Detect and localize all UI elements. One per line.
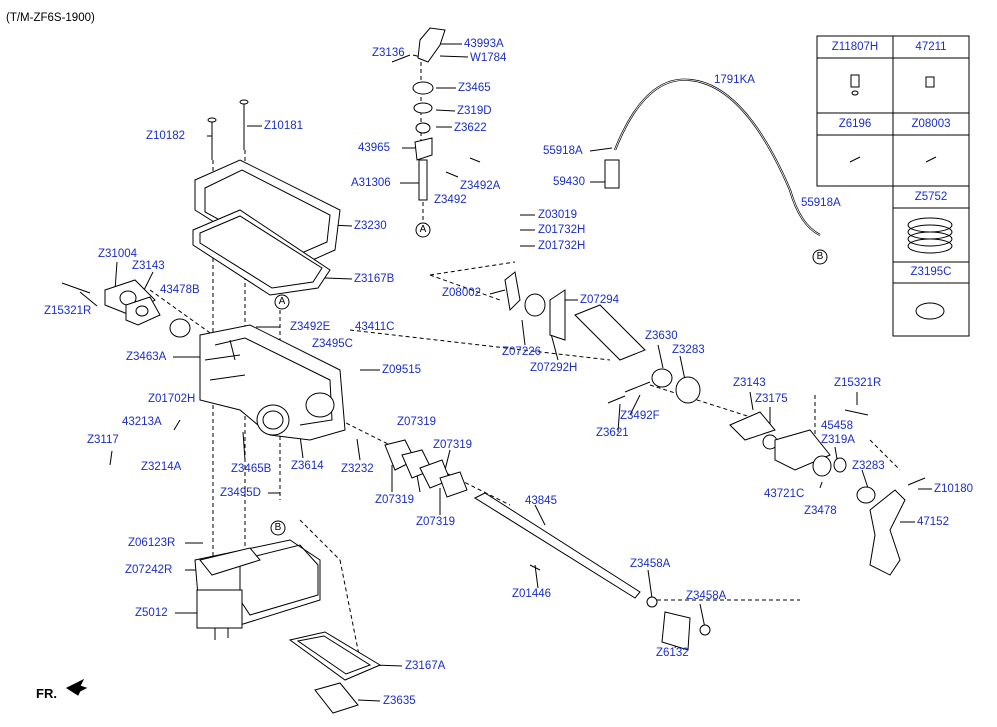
part-label[interactable]: Z3465B — [231, 463, 272, 475]
part-label[interactable]: 55918A — [543, 145, 583, 157]
front-label: FR. — [36, 686, 57, 701]
part-label[interactable]: Z3622 — [454, 122, 487, 134]
part-label[interactable]: Z3495C — [312, 338, 353, 350]
part-label[interactable]: Z3635 — [383, 695, 416, 707]
legend-code[interactable]: 47211 — [915, 41, 947, 53]
part-label[interactable]: Z07319 — [416, 516, 456, 528]
legend-code[interactable]: Z5752 — [914, 191, 948, 203]
legend-code[interactable]: Z08003 — [911, 118, 951, 130]
part-label[interactable]: 43478B — [160, 284, 200, 296]
part-label[interactable]: Z07319 — [433, 439, 473, 451]
part-label[interactable]: 45458 — [821, 420, 853, 432]
part-label[interactable]: Z07319 — [375, 494, 415, 506]
spring-icon — [907, 217, 953, 254]
part-label[interactable]: 59430 — [553, 176, 585, 188]
oil-nozzle-icon — [850, 74, 860, 96]
part-label[interactable]: Z15321R — [834, 377, 882, 389]
part-label[interactable]: Z07294 — [580, 294, 620, 306]
part-label[interactable]: 43965 — [358, 142, 390, 154]
part-label[interactable]: 43213A — [122, 416, 162, 428]
part-label[interactable]: Z3614 — [291, 460, 324, 472]
part-label[interactable]: Z3117 — [87, 434, 119, 446]
part-label[interactable]: Z09515 — [382, 364, 422, 376]
legend-code[interactable]: Z3195C — [910, 266, 952, 278]
pin-icon — [925, 156, 937, 163]
part-label[interactable]: Z319D — [457, 105, 492, 117]
part-label[interactable]: Z319A — [821, 434, 855, 446]
part-label[interactable]: Z03019 — [538, 209, 578, 221]
part-label[interactable]: 43993A — [464, 38, 504, 50]
part-label[interactable]: Z5012 — [135, 607, 168, 619]
part-label[interactable]: Z3492F — [620, 410, 660, 422]
part-label[interactable]: Z3630 — [645, 330, 678, 342]
model-header: (T/M-ZF6S-1900) — [6, 12, 95, 24]
part-label[interactable]: Z01446 — [512, 588, 552, 600]
part-label[interactable]: Z3492 — [434, 194, 467, 206]
part-label[interactable]: Z3478 — [804, 505, 837, 517]
part-label[interactable]: 1791KA — [714, 74, 755, 86]
part-label[interactable]: Z3214A — [141, 461, 182, 473]
part-label[interactable]: Z3167B — [354, 273, 395, 285]
part-label[interactable]: 55918A — [801, 197, 841, 209]
part-label[interactable]: Z3167A — [405, 660, 446, 672]
part-label[interactable]: Z31004 — [98, 248, 138, 260]
part-label[interactable]: W1784 — [470, 52, 507, 64]
part-label[interactable]: Z3495D — [220, 487, 261, 499]
ref-marker-label: A — [278, 296, 286, 307]
part-label[interactable]: Z3230 — [354, 220, 387, 232]
part-label[interactable]: Z3458A — [686, 590, 727, 602]
part-label[interactable]: Z08002 — [442, 287, 482, 299]
part-label[interactable]: Z3621 — [596, 427, 629, 439]
part-label[interactable]: Z3143 — [733, 377, 766, 389]
part-label[interactable]: Z10180 — [934, 483, 974, 495]
part-label[interactable]: Z10181 — [264, 120, 304, 132]
part-label[interactable]: Z07292H — [530, 362, 578, 374]
part-label[interactable]: Z15321R — [44, 305, 92, 317]
part-label[interactable]: Z3492A — [460, 180, 501, 192]
part-label[interactable]: Z01702H — [148, 393, 196, 405]
part-label[interactable]: Z6132 — [656, 647, 689, 659]
part-label[interactable]: Z07226 — [502, 346, 542, 358]
part-label[interactable]: Z3283 — [852, 460, 885, 472]
part-label[interactable]: Z3463A — [126, 351, 167, 363]
part-label[interactable]: Z3136 — [372, 47, 405, 59]
part-label[interactable]: Z3175 — [755, 393, 788, 405]
ref-marker-b-pipe — [812, 249, 828, 265]
part-label[interactable]: Z3232 — [341, 463, 374, 475]
ref-marker-label: B — [274, 522, 282, 533]
part-label[interactable]: 43845 — [525, 495, 557, 507]
part-label[interactable]: 43411C — [355, 321, 395, 333]
part-label[interactable]: Z3458A — [630, 558, 671, 570]
front-arrow-icon — [65, 678, 88, 696]
o-ring-icon — [915, 302, 945, 320]
part-label[interactable]: A31306 — [351, 177, 391, 189]
ref-marker-a-top — [415, 222, 431, 238]
ref-marker-label: A — [419, 224, 427, 235]
part-label[interactable]: Z07319 — [397, 416, 437, 428]
part-label[interactable]: Z01732H — [538, 240, 586, 252]
part-label[interactable]: Z3143 — [132, 260, 165, 272]
legend-code[interactable]: Z11807H — [831, 41, 879, 53]
part-label[interactable]: Z07242R — [125, 564, 173, 576]
part-label[interactable]: Z3492E — [290, 321, 331, 333]
part-label[interactable]: Z01732H — [538, 224, 586, 236]
part-label[interactable]: Z3465 — [458, 82, 491, 94]
part-label[interactable]: 47152 — [917, 516, 949, 528]
part-label[interactable]: Z10182 — [146, 130, 186, 142]
cap-icon — [925, 76, 935, 88]
ref-marker-a-body — [274, 294, 290, 310]
ref-marker-b-servo — [270, 520, 286, 536]
legend-code[interactable]: Z6196 — [838, 118, 872, 130]
ref-marker-label: B — [816, 251, 824, 262]
part-label[interactable]: 43721C — [764, 488, 805, 500]
pin-icon — [849, 156, 861, 163]
part-label[interactable]: Z3283 — [672, 344, 705, 356]
part-label[interactable]: Z06123R — [128, 537, 176, 549]
